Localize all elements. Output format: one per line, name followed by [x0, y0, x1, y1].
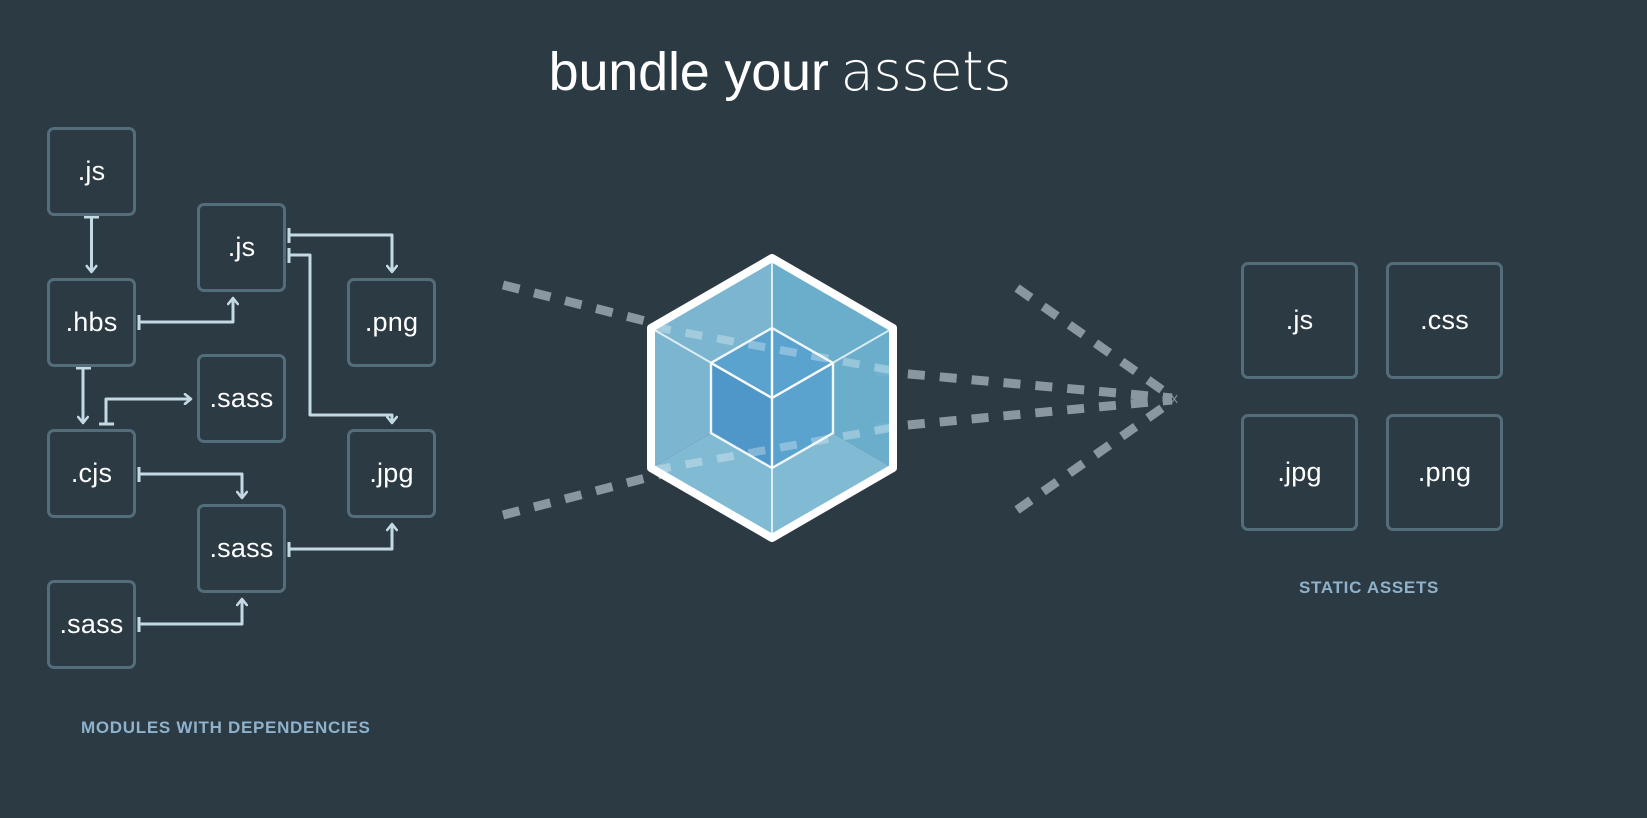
connector-js2-to-png — [288, 233, 392, 272]
logo-passthrough-dash-upper — [653, 323, 891, 374]
flow-inbound-upper — [501, 280, 671, 332]
module-label: .cjs — [70, 458, 113, 488]
module-label: .sass — [209, 383, 274, 413]
asset-box-jpg[interactable]: .jpg — [1241, 414, 1358, 531]
module-label: .js — [227, 232, 256, 262]
module-label: .png — [364, 307, 419, 337]
module-label: .sass — [59, 609, 124, 639]
connector-hbs-to-js2 — [138, 298, 233, 324]
logo-outer-outline — [647, 254, 897, 542]
connector-cjs-to-sass1 — [104, 399, 191, 424]
page-title-light: assets — [840, 40, 1012, 103]
asset-label: .js — [1285, 305, 1314, 335]
module-box-hbs[interactable]: .hbs — [47, 278, 136, 367]
asset-box-js[interactable]: .js — [1241, 262, 1358, 379]
flow-arrowhead-upper — [1014, 284, 1178, 403]
asset-label: .png — [1417, 457, 1472, 487]
module-box-png[interactable]: .png — [347, 278, 436, 367]
flow-inbound-lower — [501, 467, 671, 520]
module-label: .js — [77, 156, 106, 186]
asset-label: .jpg — [1277, 457, 1322, 487]
asset-box-css[interactable]: .css — [1386, 262, 1503, 379]
logo-outer-inner-edges — [650, 258, 894, 538]
module-label: .hbs — [65, 307, 118, 337]
logo-passthrough-dash-lower — [653, 424, 891, 474]
asset-box-png[interactable]: .png — [1386, 414, 1503, 531]
module-box-jpg[interactable]: .jpg — [347, 429, 436, 518]
module-label: .sass — [209, 533, 274, 563]
connector-cjs-to-sass2 — [138, 472, 242, 498]
flow-arrowhead-lower — [1014, 395, 1178, 514]
module-label: .jpg — [369, 458, 414, 488]
connector-sass3-to-sass2 — [138, 599, 242, 626]
connector-sass2-to-jpg — [288, 524, 392, 551]
asset-label: .css — [1420, 305, 1469, 335]
connector-js2-to-jpg — [288, 253, 392, 423]
module-box-sass-2[interactable]: .sass — [197, 504, 286, 593]
modules-section-caption: MODULES WITH DEPENDENCIES — [81, 718, 371, 737]
assets-section-caption: STATIC ASSETS — [1299, 578, 1440, 597]
module-box-cjs[interactable]: .cjs — [47, 429, 136, 518]
module-box-js-2[interactable]: .js — [197, 203, 286, 292]
module-box-js-1[interactable]: .js — [47, 127, 136, 216]
module-box-sass-1[interactable]: .sass — [197, 354, 286, 443]
page-title-strong: bundle your — [548, 42, 829, 102]
module-box-sass-3[interactable]: .sass — [47, 580, 136, 669]
